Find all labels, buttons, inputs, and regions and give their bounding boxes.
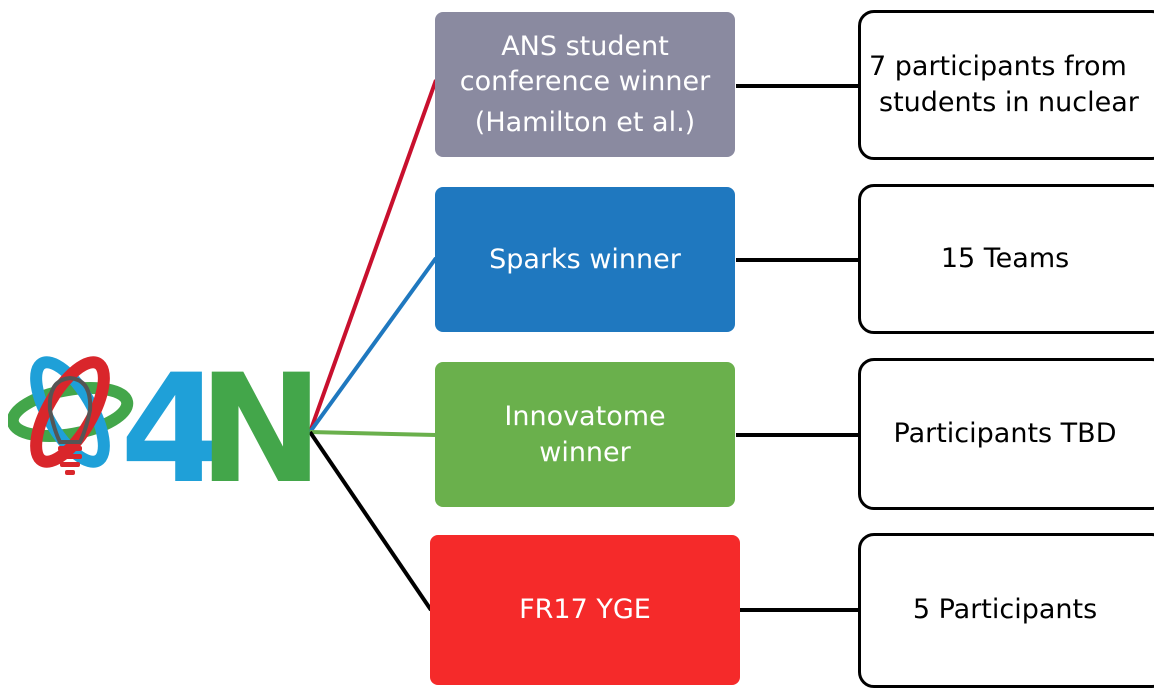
result-fr17-line-1: 5 Participants (912, 594, 1098, 626)
logo-digit-4: 4 (120, 343, 225, 517)
event-box-innovatome: Innovatome winner (435, 362, 735, 507)
i4n-logo: 4 N (8, 343, 324, 517)
event-box-sparks: Sparks winner (435, 187, 735, 332)
event-ans-line-3: (Hamilton et al.) (474, 107, 696, 139)
event-fr17-line-1: FR17 YGE (519, 594, 651, 626)
event-box-fr17: FR17 YGE (430, 535, 740, 685)
logo-letter-n: N (198, 343, 324, 517)
result-innovatome-line-1: Participants TBD (893, 417, 1117, 449)
result-ans-line-1: 7 participants from (869, 50, 1127, 82)
event-ans-line-1: ANS student (501, 30, 669, 62)
event-ans-line-2: conference winner (459, 65, 711, 97)
event-innovatome-line-2: winner (539, 436, 631, 468)
connector-line-3 (309, 430, 437, 437)
atom-bulb-icon (8, 356, 134, 475)
result-box-ans: 7 participants from students in nuclear (858, 10, 1154, 160)
connector-line-1 (308, 79, 438, 433)
connector-line-4 (308, 430, 433, 612)
result-ans-line-2: students in nuclear (879, 87, 1139, 118)
result-sparks-line-1: 15 Teams (940, 242, 1070, 274)
result-box-innovatome: Participants TBD (858, 358, 1154, 510)
event-box-ans: ANS student conference winner (Hamilton … (435, 12, 735, 157)
result-box-sparks: 15 Teams (858, 184, 1154, 334)
event-innovatome-line-1: Innovatome (504, 401, 666, 433)
connector-line-2 (308, 256, 438, 434)
event-sparks-line-1: Sparks winner (489, 243, 681, 275)
result-box-fr17: 5 Participants (858, 533, 1154, 688)
